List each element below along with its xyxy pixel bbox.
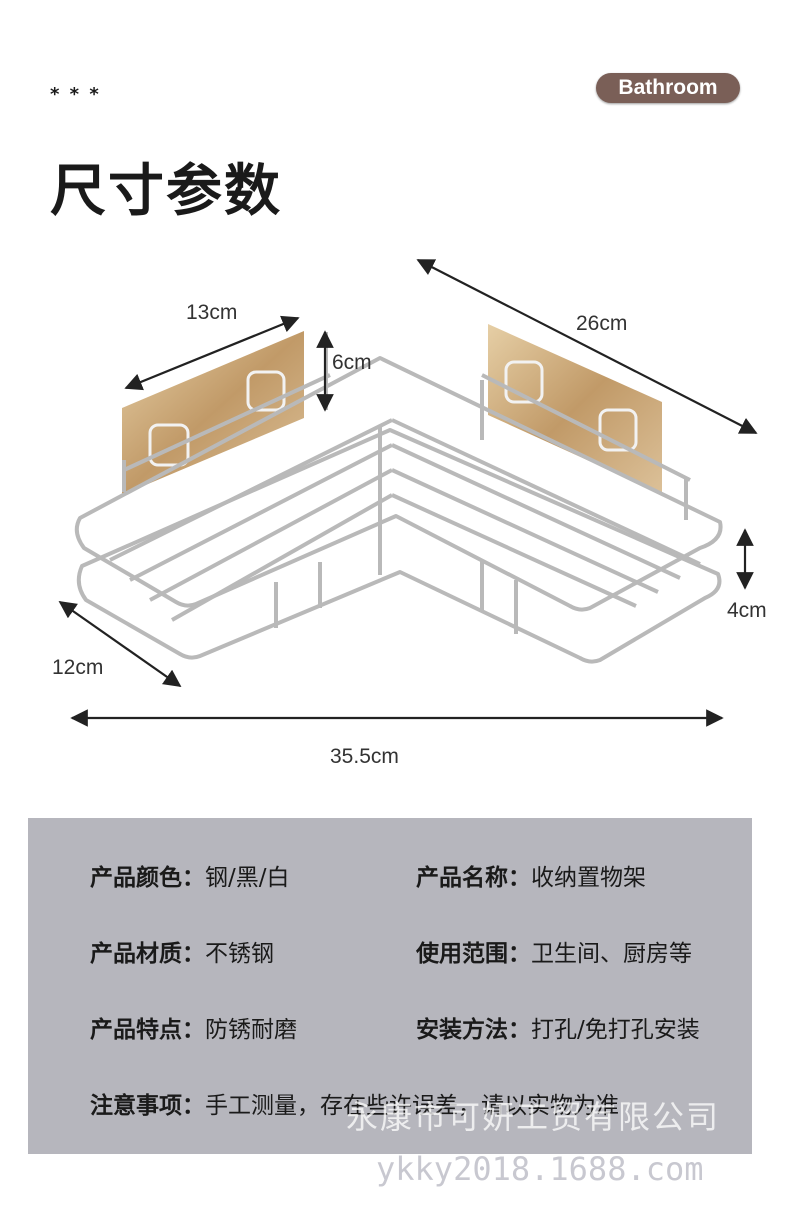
spec-value: 手工测量，存在些许误差，请以实物为准 [205,1093,619,1119]
spec-value: 收纳置物架 [531,865,646,891]
spec-feature: 产品特点：防锈耐磨 [90,1010,297,1044]
spec-usage: 使用范围：卫生间、厨房等 [416,934,692,968]
spec-install: 安装方法：打孔/免打孔安装 [416,1010,700,1044]
corner-shelf-diagram [58,259,758,727]
spec-label: 使用范围： [416,941,531,967]
spec-label: 产品颜色： [90,865,205,891]
spec-value: 打孔/免打孔安装 [531,1017,700,1043]
spec-value: 不锈钢 [205,941,274,967]
bathroom-badge: Bathroom [596,73,740,103]
spec-label: 产品特点： [90,1017,205,1043]
dimension-26cm: 26cm [576,312,628,335]
spec-panel: 产品颜色：钢/黑/白 产品名称：收纳置物架 产品材质：不锈钢 使用范围：卫生间、… [28,818,752,1154]
spec-color: 产品颜色：钢/黑/白 [90,858,290,892]
spec-label: 产品材质： [90,941,205,967]
dimension-6cm: 6cm [332,351,372,374]
watermark-company: 永康市可妍工贸有限公司 [346,1098,721,1136]
right-adhesive-plate [488,324,662,494]
spec-label: 安装方法： [416,1017,531,1043]
spec-label: 产品名称： [416,865,531,891]
dimension-4cm: 4cm [727,599,767,622]
watermark-url: ykky2018.1688.com [376,1150,704,1188]
dimension-13cm: 13cm [186,301,238,324]
spec-value: 钢/黑/白 [205,865,290,891]
page-title: 尺寸参数 [50,159,282,224]
dimension-arrows [58,259,758,727]
spec-note: 注意事项：手工测量，存在些许误差，请以实物为准 [90,1086,619,1120]
spec-name: 产品名称：收纳置物架 [416,858,646,892]
spec-material: 产品材质：不锈钢 [90,934,274,968]
spec-label: 注意事项： [90,1093,205,1119]
dimension-12cm: 12cm [52,656,104,679]
dimension-35-5cm: 35.5cm [330,745,399,768]
spec-value: 防锈耐磨 [205,1017,297,1043]
wire-shelf [74,332,723,664]
decorative-stars: * * * [50,84,101,105]
spec-value: 卫生间、厨房等 [531,941,692,967]
